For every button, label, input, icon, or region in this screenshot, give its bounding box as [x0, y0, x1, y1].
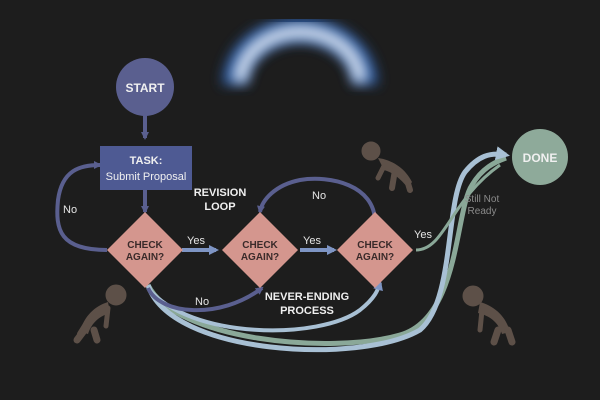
- check1-line2: AGAIN?: [126, 252, 164, 263]
- task-box: TASK: Submit Proposal: [100, 146, 192, 190]
- flow-lines: [55, 100, 501, 313]
- still-not-line2: Ready: [468, 206, 497, 217]
- check3-line1: CHECK: [357, 240, 393, 251]
- task-title: TASK:: [130, 155, 163, 167]
- start-node: START: [116, 58, 174, 116]
- stooped-person-icon: [73, 284, 127, 344]
- edge-label-yes-2: Yes: [303, 235, 321, 247]
- glow-arc: [222, 17, 378, 86]
- check-diamond-3: CHECK AGAIN?: [337, 212, 413, 288]
- check3-line2: AGAIN?: [356, 252, 394, 263]
- never-ending-line2: PROCESS: [280, 305, 334, 317]
- check1-line1: CHECK: [127, 240, 163, 251]
- stooped-person-icon: [462, 285, 516, 346]
- done-label: DONE: [523, 151, 558, 165]
- done-node: DONE: [512, 129, 568, 185]
- task-subtitle: Submit Proposal: [106, 171, 187, 183]
- revision-loop-line1: REVISION: [194, 187, 247, 199]
- edge-label-no-bottom: No: [195, 296, 209, 308]
- check-diamond-2: CHECK AGAIN?: [222, 212, 298, 288]
- edge-label-yes-1: Yes: [187, 235, 205, 247]
- check2-line2: AGAIN?: [241, 252, 279, 263]
- never-ending-line1: NEVER-ENDING: [265, 291, 349, 303]
- check2-line1: CHECK: [242, 240, 278, 251]
- stooped-person-icon: [361, 141, 413, 193]
- start-label: START: [125, 81, 165, 95]
- still-not-line1: Still Not: [465, 194, 500, 205]
- edge-label-no-top: No: [312, 190, 326, 202]
- edge-label-no-left: No: [63, 204, 77, 216]
- never-ending-paths: [145, 146, 510, 353]
- revision-loop-line2: LOOP: [204, 201, 235, 213]
- check-diamond-1: CHECK AGAIN?: [107, 212, 183, 288]
- edge-label-yes-3: Yes: [414, 229, 432, 241]
